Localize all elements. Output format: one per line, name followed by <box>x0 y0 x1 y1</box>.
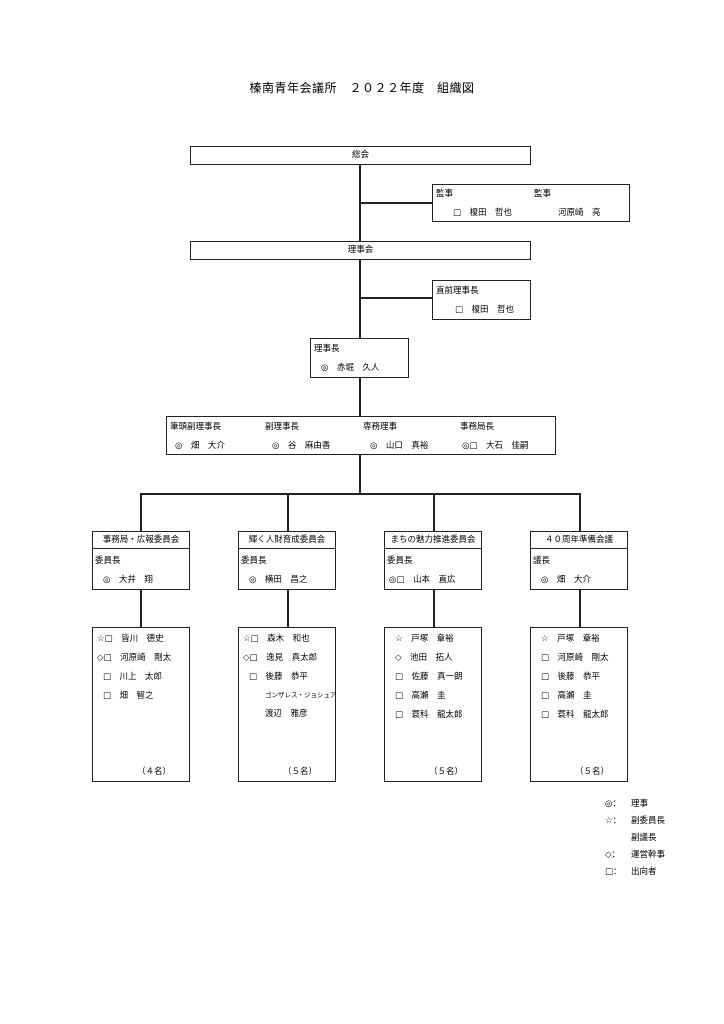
committee-1-members-box: ☆□ 皆川 德史 ◇□ 河原崎 剛太 □ 川上 太郎 □ 畑 智之 （４名） <box>92 627 190 782</box>
committee-3-member: ◇ 池田 拓人 <box>395 653 453 663</box>
past-president-box: 直前理事長 □ 榎田 哲也 <box>432 280 531 320</box>
committee-3-member: ☆ 戸塚 章裕 <box>395 634 454 644</box>
auditor-member-2: 河原崎 亮 <box>558 208 601 218</box>
committee-3-name: まちの魅力推進委員会 <box>390 535 476 545</box>
committee-2-chair-box: 委員長 ◎ 横田 昌之 <box>238 548 336 590</box>
exec-label-2: 副理事長 <box>265 422 300 432</box>
committee-1-role: 委員長 <box>95 556 121 566</box>
committee-4-count: （５名） <box>575 767 610 777</box>
committee-4-chair-box: 議長 ◎ 畑 大介 <box>530 548 628 590</box>
committee-3-member: □ 高瀬 圭 <box>395 691 446 701</box>
connector-committee-1-members <box>140 590 142 628</box>
auditors-box: 監事 監事 □ 榎田 哲也 河原崎 亮 <box>432 184 630 222</box>
committee-2-name: 輝く人財育成委員会 <box>248 535 326 545</box>
connector-auditors <box>359 202 434 204</box>
connector-committee-2-members <box>287 590 289 628</box>
legend-symbol: ◎： <box>605 799 621 809</box>
president-label: 理事長 <box>314 344 340 354</box>
committee-2-member: ◇□ 逸見 真太郎 <box>243 653 318 663</box>
connector-committee-bus <box>140 493 581 495</box>
legend-symbol: ☆： <box>605 816 622 826</box>
legend-text: 出向者 <box>631 867 657 877</box>
committee-1-header: 事務局・広報委員会 <box>92 531 190 549</box>
board-label: 理事会 <box>347 245 374 255</box>
auditor-member-1: □ 榎田 哲也 <box>453 208 513 218</box>
committee-2-count: （５名） <box>283 767 318 777</box>
committee-4-chair: ◎ 畑 大介 <box>541 575 591 585</box>
committee-1-member: □ 川上 太郎 <box>103 672 163 682</box>
committee-1-member: ◇□ 河原崎 剛太 <box>97 653 172 663</box>
legend-text: 運営幹事 <box>631 850 666 860</box>
committee-3-header: まちの魅力推進委員会 <box>384 531 482 549</box>
committee-4-member: □ 河原崎 剛太 <box>541 653 609 663</box>
connector-committee-2 <box>287 493 289 532</box>
exec-member-2: ◎ 谷 麻由香 <box>272 441 331 451</box>
committee-1-member: ☆□ 皆川 德史 <box>97 634 164 644</box>
committee-2-chair: ◎ 横田 昌之 <box>249 575 308 585</box>
committee-2-member: □ 後藤 恭平 <box>249 672 309 682</box>
committee-2-member: 渡辺 雅彦 <box>265 709 308 719</box>
committee-2-header: 輝く人財育成委員会 <box>238 531 336 549</box>
legend: ◎： 理事 ☆： 副委員長 副議長 ◇： 運営幹事 □： 出向者 <box>605 800 715 885</box>
exec-label-3: 専務理事 <box>363 422 398 432</box>
general-assembly-label: 総会 <box>351 150 369 160</box>
committee-2-member: ゴンザレス・ジョシュア <box>265 691 337 699</box>
executives-box: 筆頭副理事長 副理事長 専務理事 事務局長 ◎ 畑 大介 ◎ 谷 麻由香 ◎ 山… <box>166 416 556 455</box>
committee-4-header: ４０周年準備会議 <box>530 531 628 549</box>
exec-member-4: ◎□ 大石 佳嗣 <box>462 441 529 451</box>
committee-4-members-box: ☆ 戸塚 章裕 □ 河原崎 剛太 □ 後藤 恭平 □ 高瀬 圭 □ 蓑科 龍太郎… <box>530 627 628 782</box>
committee-1-member: □ 畑 智之 <box>103 691 154 701</box>
committee-4-member: □ 後藤 恭平 <box>541 672 601 682</box>
past-president-label: 直前理事長 <box>436 286 479 296</box>
committee-4-name: ４０周年準備会議 <box>544 535 613 545</box>
connector-committee-3 <box>433 493 435 532</box>
connector-spine <box>359 165 361 417</box>
legend-symbol: ◇： <box>605 850 621 860</box>
connector-past-president <box>359 297 434 299</box>
president-box: 理事長 ◎ 赤堀 久人 <box>310 338 409 378</box>
general-assembly-box: 総会 <box>190 146 531 165</box>
committee-1-name: 事務局・広報委員会 <box>102 535 180 545</box>
connector-committee-1 <box>140 493 142 532</box>
committee-4-role: 議長 <box>533 556 551 566</box>
legend-text: 副委員長 <box>631 816 666 826</box>
legend-symbol: □： <box>605 867 622 877</box>
exec-member-3: ◎ 山口 真裕 <box>370 441 429 451</box>
committee-3-chair-box: 委員長 ◎□ 山本 直広 <box>384 548 482 590</box>
past-president-member: □ 榎田 哲也 <box>455 305 515 315</box>
committee-4-member: □ 蓑科 龍太郎 <box>541 710 609 720</box>
connector-exec-down <box>359 455 361 494</box>
connector-committee-4-members <box>579 590 581 628</box>
committee-2-role: 委員長 <box>241 556 267 566</box>
committee-3-count: （５名） <box>429 767 464 777</box>
committee-3-member: □ 蓑科 龍太郎 <box>395 710 463 720</box>
legend-text: 副議長 <box>631 833 657 843</box>
committee-2-member: ☆□ 森木 和也 <box>243 634 310 644</box>
committee-1-chair-box: 委員長 ◎ 大井 翔 <box>92 548 190 590</box>
committee-2-members-box: ☆□ 森木 和也 ◇□ 逸見 真太郎 □ 後藤 恭平 ゴンザレス・ジョシュア 渡… <box>238 627 336 782</box>
committee-4-member: ☆ 戸塚 章裕 <box>541 634 600 644</box>
exec-label-4: 事務局長 <box>460 422 495 432</box>
committee-1-chair: ◎ 大井 翔 <box>103 575 153 585</box>
exec-member-1: ◎ 畑 大介 <box>175 441 225 451</box>
president-member: ◎ 赤堀 久人 <box>321 363 380 373</box>
board-box: 理事会 <box>190 241 531 260</box>
committee-3-role: 委員長 <box>387 556 413 566</box>
committee-1-count: （４名） <box>137 767 172 777</box>
legend-text: 理事 <box>631 799 649 809</box>
auditor-label-2: 監事 <box>534 189 552 199</box>
auditor-label-1: 監事 <box>436 189 454 199</box>
page-title: 榛南青年会議所 ２０２２年度 組織図 <box>249 81 475 95</box>
committee-3-members-box: ☆ 戸塚 章裕 ◇ 池田 拓人 □ 佐藤 真一朗 □ 高瀬 圭 □ 蓑科 龍太郎… <box>384 627 482 782</box>
committee-3-chair: ◎□ 山本 直広 <box>389 575 456 585</box>
exec-label-1: 筆頭副理事長 <box>170 422 222 432</box>
connector-committee-3-members <box>433 590 435 628</box>
committee-3-member: □ 佐藤 真一朗 <box>395 672 463 682</box>
connector-committee-4 <box>579 493 581 532</box>
committee-4-member: □ 高瀬 圭 <box>541 691 592 701</box>
